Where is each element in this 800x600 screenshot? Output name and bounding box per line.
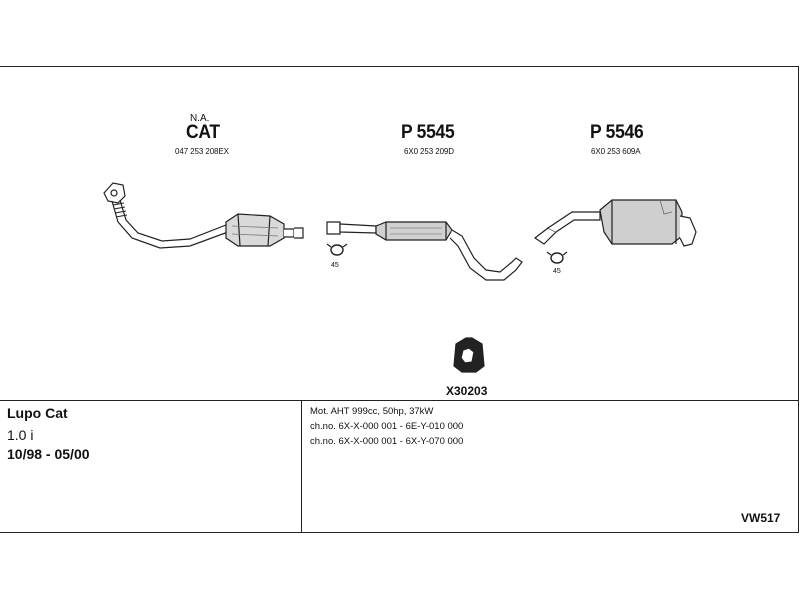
rear-clamp-qty: 45 bbox=[553, 268, 561, 275]
vehicle-model: Lupo Cat bbox=[7, 405, 68, 421]
rear-part-number: P 5546 bbox=[590, 122, 644, 143]
mount-part-number: X30203 bbox=[446, 384, 488, 398]
detail-line: ch.no. 6X-X-000 001 - 6E-Y-010 000 bbox=[310, 421, 464, 432]
rubber-mount-drawing bbox=[453, 337, 485, 373]
middle-oem-number: 6X0 253 209D bbox=[404, 147, 454, 156]
vehicle-years: 10/98 - 05/00 bbox=[7, 446, 90, 462]
vertical-divider bbox=[301, 401, 302, 533]
cat-label: CAT bbox=[186, 122, 220, 143]
diagram-code: VW517 bbox=[741, 511, 781, 525]
middle-muffler-drawing bbox=[326, 221, 523, 281]
rear-oem-number: 6X0 253 609A bbox=[591, 147, 641, 156]
cat-oem-number: 047 253 208EX bbox=[175, 147, 229, 156]
vehicle-engine: 1.0 i bbox=[7, 427, 34, 443]
rear-muffler-drawing bbox=[533, 199, 697, 264]
catalytic-converter-drawing bbox=[103, 182, 304, 249]
diagram-frame bbox=[0, 66, 799, 533]
middle-clamp-qty: 45 bbox=[331, 262, 339, 269]
detail-line: ch.no. 6X-X-000 001 - 6X-Y-070 000 bbox=[310, 436, 464, 447]
detail-line: Mot. AHT 999cc, 50hp, 37kW bbox=[310, 406, 434, 417]
middle-part-number: P 5545 bbox=[401, 122, 455, 143]
horizontal-divider bbox=[0, 400, 799, 401]
cat-note: N.A. bbox=[190, 113, 210, 124]
